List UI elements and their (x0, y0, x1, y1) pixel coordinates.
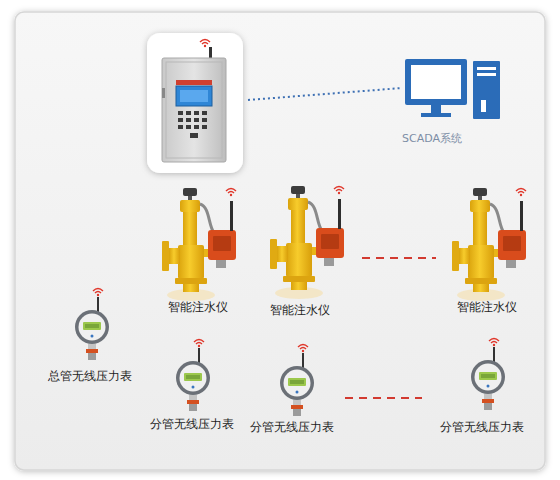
device-label: 智能注水仪 (268, 303, 332, 318)
label-text: 智能注水仪 (270, 303, 330, 318)
pressure-gauge (280, 345, 314, 417)
wireless-link (248, 88, 402, 100)
label-text: 智能注水仪 (168, 300, 228, 315)
computer-icon (405, 59, 500, 119)
controller-card (147, 33, 243, 173)
background-panel (15, 12, 545, 470)
label-text: 分管无线压力表 (150, 417, 234, 432)
device-label: 智能注水仪 (455, 300, 519, 315)
device-label: 分管无线压力表 (148, 417, 236, 432)
device-label: SCADA系统 (400, 131, 464, 146)
continuation-dash (345, 397, 422, 399)
pressure-gauge (75, 289, 109, 361)
controller-cabinet (162, 58, 226, 162)
wifi-symbol (200, 40, 210, 48)
injection-meter (162, 188, 236, 301)
injection-meter (270, 186, 344, 299)
device-label: 总管无线压力表 (46, 369, 134, 384)
injection-meter (452, 188, 526, 301)
pressure-gauge (176, 340, 210, 412)
device-label: 分管无线压力表 (438, 420, 526, 435)
label-text: 总管无线压力表 (48, 369, 132, 384)
label-text: 分管无线压力表 (250, 420, 334, 435)
label-text: 智能注水仪 (457, 300, 517, 315)
device-label: 分管无线压力表 (248, 420, 336, 435)
continuation-dash (362, 257, 436, 259)
pressure-gauge (471, 339, 505, 411)
device-label: 智能注水仪 (166, 300, 230, 315)
label-text: SCADA系统 (402, 131, 462, 146)
label-text: 分管无线压力表 (440, 420, 524, 435)
